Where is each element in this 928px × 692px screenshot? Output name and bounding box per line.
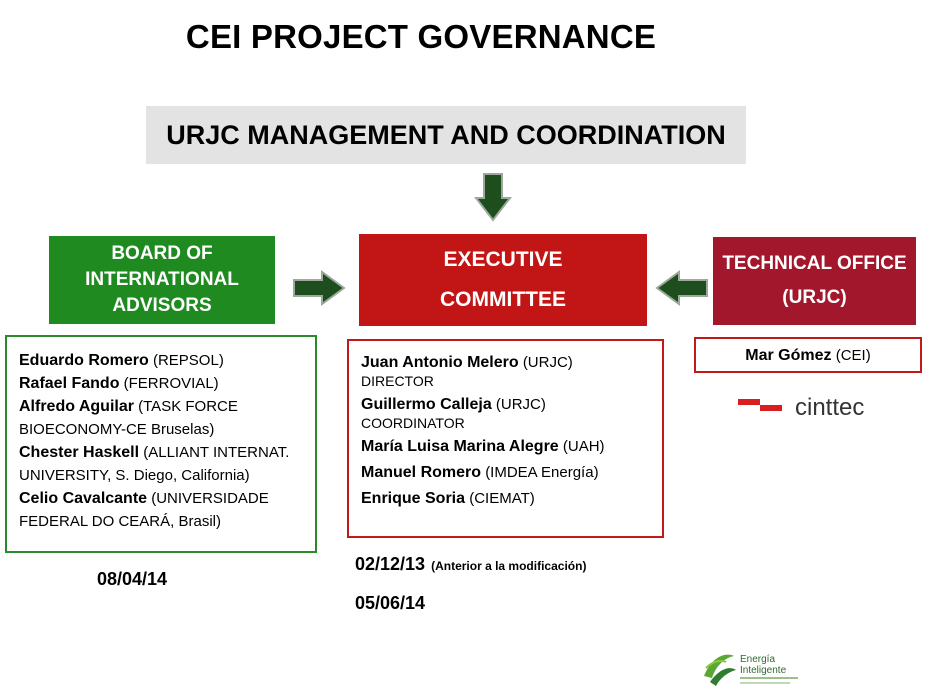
management-label: URJC MANAGEMENT AND COORDINATION — [166, 119, 726, 150]
member-name: Celio Cavalcante — [19, 490, 148, 507]
member-name: Guillermo Calleja — [361, 396, 492, 413]
executive-date-2: 05/06/14 — [355, 593, 426, 613]
member-name: Eduardo Romero — [19, 352, 149, 369]
page-title: CEI PROJECT GOVERNANCE — [185, 18, 657, 55]
member-name: María Luisa Marina Alegre — [361, 438, 559, 455]
member-org: (TASK FORCE BIOECONOMY-CE Bruselas) — [19, 398, 238, 438]
member-name: Rafael Fando — [19, 375, 120, 392]
energia-logo-line1: Energía — [740, 654, 775, 665]
board-header-box: BOARD OF INTERNATIONAL ADVISORS — [49, 236, 275, 324]
list-item: Eduardo Romero (REPSOL) — [19, 349, 307, 372]
list-item: Chester Haskell (ALLIANT INTERNAT. UNIVE… — [19, 441, 307, 487]
member-role: DIRECTOR — [361, 373, 434, 389]
list-item: Celio Cavalcante (UNIVERSIDADE FEDERAL D… — [19, 487, 307, 533]
list-item: Alfredo Aguilar (TASK FORCE BIOECONOMY-C… — [19, 395, 307, 441]
executive-date-1: 02/12/13 (Anterior a la modificación) — [355, 554, 586, 575]
member-name: Chester Haskell — [19, 444, 140, 461]
member-org: (URJC) — [495, 396, 546, 413]
executive-header-line: EXECUTIVE — [443, 248, 563, 271]
member-org: (UAH) — [562, 438, 605, 455]
member-org: (UNIVERSIDADE FEDERAL DO CEARÁ, Brasil) — [19, 490, 269, 530]
board-members-list: Eduardo Romero (REPSOL) Rafael Fando (FE… — [5, 335, 317, 553]
member-org: (REPSOL) — [152, 352, 224, 369]
member-role: COORDINATOR — [361, 415, 465, 431]
arrow-left-icon — [655, 270, 708, 306]
list-item: María Luisa Marina Alegre (UAH) — [361, 437, 654, 457]
board-header-line: ADVISORS — [112, 295, 212, 316]
board-header-line: INTERNATIONAL — [85, 269, 239, 290]
energia-inteligente-logo: Energía Inteligente — [704, 654, 798, 686]
cinttec-logo-text: cinttec — [795, 394, 864, 421]
member-name: Manuel Romero — [361, 464, 482, 481]
executive-header-box: EXECUTIVE COMMITTEE — [359, 234, 647, 326]
list-item: Guillermo Calleja (URJC) COORDINATOR — [361, 395, 654, 431]
list-item: Manuel Romero (IMDEA Energía) — [361, 463, 654, 483]
list-item: Enrique Soria (CIEMAT) — [361, 489, 654, 509]
technical-header-line: TECHNICAL OFFICE — [722, 253, 907, 274]
arrow-right-icon — [293, 270, 346, 306]
management-box: URJC MANAGEMENT AND COORDINATION — [146, 106, 746, 164]
member-name: Mar Gómez — [745, 346, 832, 364]
executive-members-list: Juan Antonio Melero (URJC) DIRECTOR Guil… — [347, 339, 664, 538]
arrow-down-icon — [474, 173, 512, 222]
member-org: (ALLIANT INTERNAT. UNIVERSITY, S. Diego,… — [19, 444, 290, 484]
list-item: Rafael Fando (FERROVIAL) — [19, 372, 307, 395]
technical-header-line: (URJC) — [782, 287, 847, 308]
member-name: Enrique Soria — [361, 490, 466, 507]
member-org: (CEI) — [835, 346, 871, 364]
technical-members-list: Mar Gómez (CEI) — [694, 337, 922, 373]
member-name: Alfredo Aguilar — [19, 398, 134, 415]
member-org: (URJC) — [522, 354, 573, 371]
member-org: (CIEMAT) — [469, 490, 535, 507]
board-header-line: BOARD OF — [111, 243, 213, 264]
board-date: 08/04/14 — [97, 569, 168, 589]
executive-date-1-value: 02/12/13 — [355, 554, 426, 574]
member-org: (FERROVIAL) — [123, 375, 219, 392]
technical-header-box: TECHNICAL OFFICE (URJC) — [713, 237, 916, 325]
cinttec-logo: cinttec — [738, 394, 864, 421]
list-item: Juan Antonio Melero (URJC) DIRECTOR — [361, 353, 654, 389]
executive-date-1-note: (Anterior a la modificación) — [431, 559, 587, 573]
energia-logo-line2: Inteligente — [740, 665, 787, 676]
member-org: (IMDEA Energía) — [485, 464, 599, 481]
member-name: Juan Antonio Melero — [361, 354, 519, 371]
executive-header-line: COMMITTEE — [440, 288, 566, 311]
